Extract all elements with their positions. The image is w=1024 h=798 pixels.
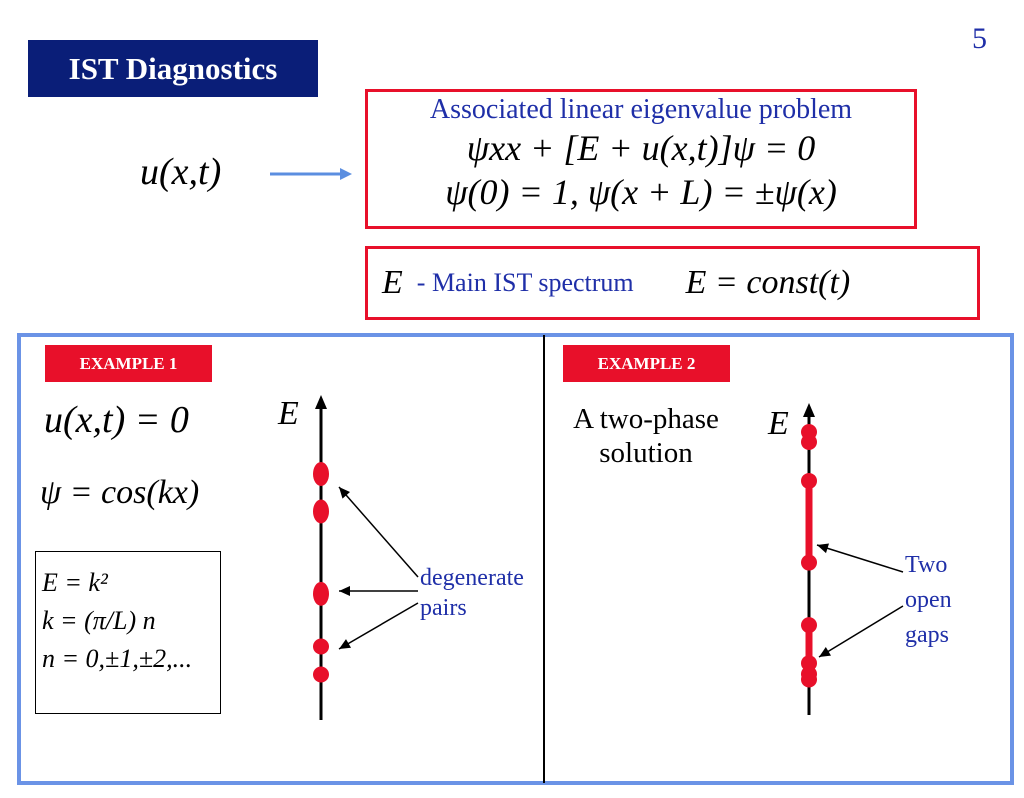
eigenvalue-problem-box: Associated linear eigenvalue problem ψxx… (365, 89, 917, 229)
example2-arrow-1-head (817, 543, 829, 554)
spectrum-point-4 (313, 638, 329, 655)
example1-u-equation: u(x,t) = 0 (44, 399, 189, 441)
example1-arrow-3 (338, 602, 419, 650)
spectrum-box: E - Main IST spectrum E = const(t) (365, 246, 980, 320)
example1-tag: EXAMPLE 1 (45, 345, 212, 382)
formula-wavenumber: k = (π/L) n (42, 606, 156, 635)
example1-annotation: degenerate pairs (420, 563, 524, 623)
description-line-2: solution (599, 437, 693, 469)
description-line-1: A two-phase (573, 403, 719, 435)
input-function: u(x,t) (140, 151, 222, 193)
example1-arrow-1-head (339, 487, 351, 499)
band-edge-top-extra (801, 434, 817, 450)
degenerate-pair-1 (313, 462, 329, 486)
example2-axis-arrowhead (803, 403, 815, 417)
gap-line-1: Two (905, 552, 948, 578)
example1-axis-arrowhead (315, 395, 327, 409)
example2-description: A two-phase solution (557, 402, 735, 470)
gap-line-2: open (905, 587, 952, 613)
band-edge-3-start (801, 617, 817, 634)
eigen-equation: ψxx + [E + u(x,t)]ψ = 0 (466, 128, 816, 168)
example2-arrow-2 (818, 605, 904, 658)
annotation-line-2: pairs (420, 595, 467, 621)
band-edge-lower-extra (801, 666, 817, 683)
panel-divider (543, 335, 545, 783)
formula-energy: E = k² (42, 568, 108, 597)
example1-axis-label: E (278, 395, 299, 432)
degenerate-pair-3 (313, 581, 329, 606)
example1-psi-equation: ψ = cos(kx) (40, 474, 200, 511)
boundary-conditions: ψ(0) = 1, ψ(x + L) = ±ψ(x) (445, 172, 837, 212)
example2-arrow-2-head (819, 647, 831, 657)
example1-arrow-1 (338, 486, 419, 578)
example2-annotation: Two open gaps (905, 548, 952, 653)
spectrum-statement: E = const(t) (685, 264, 851, 301)
example2-tag: EXAMPLE 2 (563, 345, 730, 382)
example2-arrow-1 (816, 544, 904, 573)
spectrum-label: - Main IST spectrum (416, 268, 634, 297)
band-edge-2-end (801, 554, 817, 571)
gap-line-3: gaps (905, 622, 949, 648)
eigen-heading: Associated linear eigenvalue problem (429, 94, 853, 125)
page-number: 5 (972, 22, 987, 55)
spectrum-point-5 (313, 666, 329, 683)
example2-axis-label: E (768, 405, 789, 442)
example1-arrow-2-head (339, 586, 350, 596)
formula-index: n = 0,±1,±2,... (42, 644, 193, 673)
spectrum-symbol: E (382, 264, 403, 301)
annotation-line-1: degenerate (420, 565, 524, 591)
band-edge-2-start (801, 472, 817, 489)
examples-panel (17, 333, 1014, 785)
slide-title: IST Diagnostics (28, 40, 318, 97)
degenerate-pair-2 (313, 499, 329, 524)
example1-formula-box: E = k² k = (π/L) n n = 0,±1,±2,... (35, 551, 221, 714)
example1-arrow-3-head (339, 639, 352, 649)
